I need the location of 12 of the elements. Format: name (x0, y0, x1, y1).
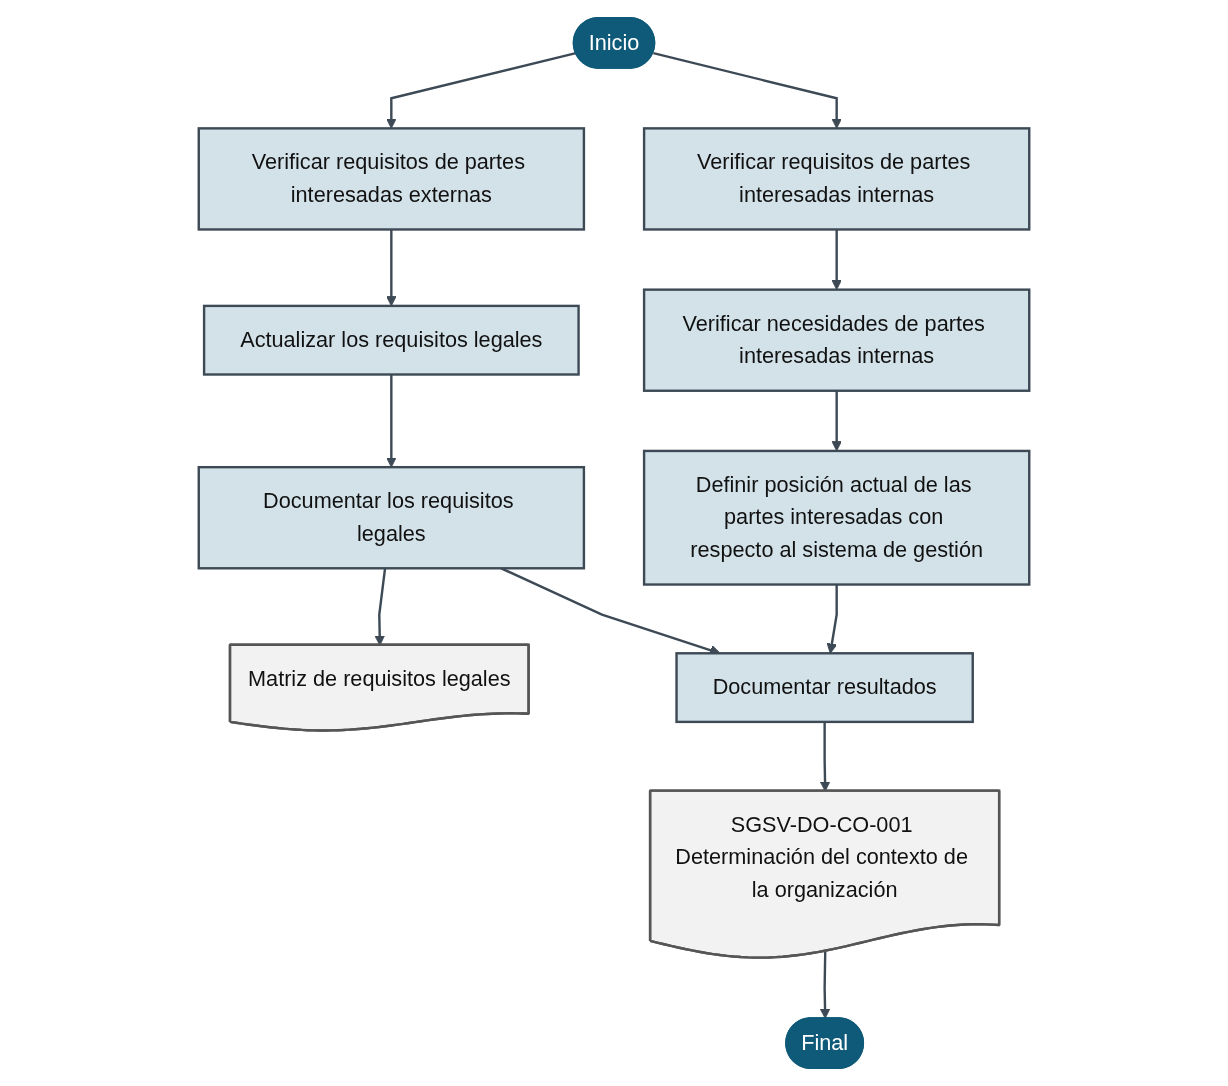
node-box: Documentar los requisitos legales (197, 465, 586, 570)
node-box: Verificar requisitos de partes interesadas internas (642, 127, 1031, 231)
arrow (653, 51, 842, 129)
node-box: Definir posición actual de las partes interesadas con respecto al sistema de gestión (642, 449, 1031, 586)
node-box: Verificar requisitos de partes interesadas externas (197, 127, 586, 231)
node-box: Documentar resultados (675, 652, 974, 724)
node-box: Verificar necesidades de partes interesadas internas (642, 288, 1031, 392)
arrow (386, 374, 397, 468)
arrow (826, 584, 838, 654)
node-box: Actualizar los requisitos legales (202, 304, 580, 376)
arrow (819, 951, 831, 1019)
arrow (386, 51, 577, 129)
